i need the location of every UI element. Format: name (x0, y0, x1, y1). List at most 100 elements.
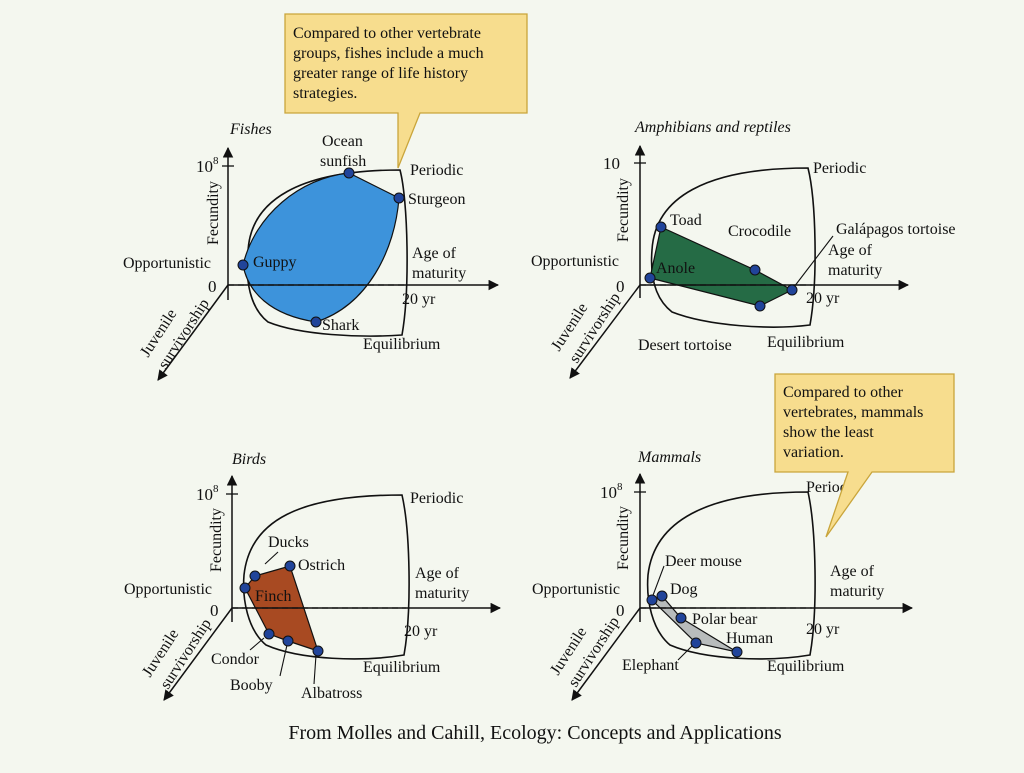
fecundity-label: Fecundity (208, 508, 225, 572)
callout-line: Compared to other vertebrate (293, 25, 481, 42)
species-dot (239, 582, 251, 594)
species-label: Ducks (268, 534, 309, 551)
callout-fishes: Compared to other vertebrate groups, fis… (284, 13, 528, 169)
species-dot (237, 259, 249, 271)
twenty-yr-label: 20 yr (404, 623, 438, 640)
maturity-label: maturity (828, 262, 882, 279)
species-dot (656, 590, 668, 602)
species-label: sunfish (320, 153, 366, 170)
age-of-label: Age of (830, 563, 875, 580)
panel-fishes: Fishes 108 0 Fecundity Opportunistic Per… (123, 121, 500, 381)
species-dot (393, 192, 405, 204)
ymax-label: 108 (196, 483, 219, 504)
species-dot (675, 612, 687, 624)
species-label: Human (726, 630, 773, 647)
species-dot (731, 646, 743, 658)
callout-line: groups, fishes include a much (293, 45, 484, 62)
fecundity-label: Fecundity (205, 181, 222, 245)
species-dot (249, 570, 261, 582)
survivorship-axis (571, 607, 641, 701)
zero-label: 0 (616, 601, 625, 620)
opportunistic-label: Opportunistic (123, 255, 211, 272)
species-dot (644, 272, 656, 284)
species-label: Albatross (301, 685, 362, 702)
species-dot (655, 221, 667, 233)
species-label: Finch (255, 588, 291, 605)
callout-line: Compared to other (783, 384, 904, 401)
leader-line (313, 654, 317, 685)
zero-label: 0 (616, 277, 625, 296)
source-caption: From Molles and Cahill, Ecology: Concept… (288, 722, 782, 744)
equilibrium-label: Equilibrium (363, 659, 441, 676)
species-label: Booby (230, 677, 273, 694)
envelope-outline (646, 491, 816, 660)
fecundity-label: Fecundity (615, 506, 632, 570)
callout-line: variation. (783, 444, 844, 461)
ymax-label: 10 (603, 154, 620, 173)
maturity-label: maturity (830, 583, 884, 600)
species-label: Polar bear (692, 611, 758, 628)
periodic-label: Periodic (410, 490, 463, 507)
periodic-label: Periodic (813, 160, 866, 177)
species-label: Galápagos tortoise (836, 221, 956, 238)
callout-line: vertebrates, mammals (783, 404, 923, 421)
species-label: Sturgeon (408, 191, 465, 208)
twenty-yr-label: 20 yr (806, 621, 840, 638)
maturity-label: maturity (415, 585, 469, 602)
callout-line: strategies. (293, 85, 357, 102)
species-dot (284, 560, 296, 572)
leader-line (651, 565, 665, 599)
envelope-outline (242, 494, 410, 660)
leader-line (793, 235, 834, 288)
panel-title: Mammals (637, 449, 701, 466)
leader-line (677, 644, 694, 661)
periodic-label: Periodic (410, 162, 463, 179)
species-dot (310, 316, 322, 328)
species-label: Ostrich (298, 557, 345, 574)
fishes-strategy-region (242, 172, 400, 323)
species-label: Deer mouse (665, 553, 742, 570)
species-label: Condor (211, 651, 260, 668)
leader-line (249, 637, 265, 651)
equilibrium-label: Equilibrium (363, 336, 441, 353)
twenty-yr-label: 20 yr (806, 290, 840, 307)
panel-title: Amphibians and reptiles (634, 119, 791, 136)
species-dot (263, 628, 275, 640)
age-of-label: Age of (415, 565, 460, 582)
opportunistic-label: Opportunistic (532, 581, 620, 598)
equilibrium-label: Equilibrium (767, 334, 845, 351)
panel-birds: Birds 108 0 Fecundity Opportunistic Peri… (124, 451, 502, 702)
species-dot (312, 645, 324, 657)
species-dot (786, 284, 798, 296)
twenty-yr-label: 20 yr (402, 291, 436, 308)
leader-line (264, 551, 279, 565)
equilibrium-label: Equilibrium (767, 658, 845, 675)
callout-line: show the least (783, 424, 874, 441)
callout-mammals: Compared to other vertebrates, mammals s… (774, 373, 955, 538)
species-dot (646, 594, 658, 606)
envelope-outline (246, 169, 408, 337)
species-label: Dog (670, 581, 698, 598)
opportunistic-label: Opportunistic (531, 253, 619, 270)
zero-label: 0 (210, 601, 219, 620)
species-dot (282, 635, 294, 647)
species-label: Guppy (253, 254, 297, 271)
leader-line (279, 644, 288, 677)
species-dot (690, 637, 702, 649)
ymax-label: 108 (600, 481, 623, 502)
fecundity-label: Fecundity (615, 178, 632, 242)
callout-line: greater range of life history (293, 65, 468, 82)
zero-label: 0 (208, 277, 217, 296)
species-label: Shark (322, 317, 359, 334)
opportunistic-label: Opportunistic (124, 581, 212, 598)
species-label: Crocodile (728, 223, 791, 240)
survivorship-axis (163, 607, 233, 701)
species-label: Desert tortoise (638, 337, 732, 354)
panel-amphibians: Amphibians and reptiles 10 0 Fecundity O… (531, 119, 956, 379)
species-label: Toad (670, 212, 702, 229)
species-dot (754, 300, 766, 312)
age-of-label: Age of (828, 242, 873, 259)
species-label: Elephant (622, 657, 679, 674)
